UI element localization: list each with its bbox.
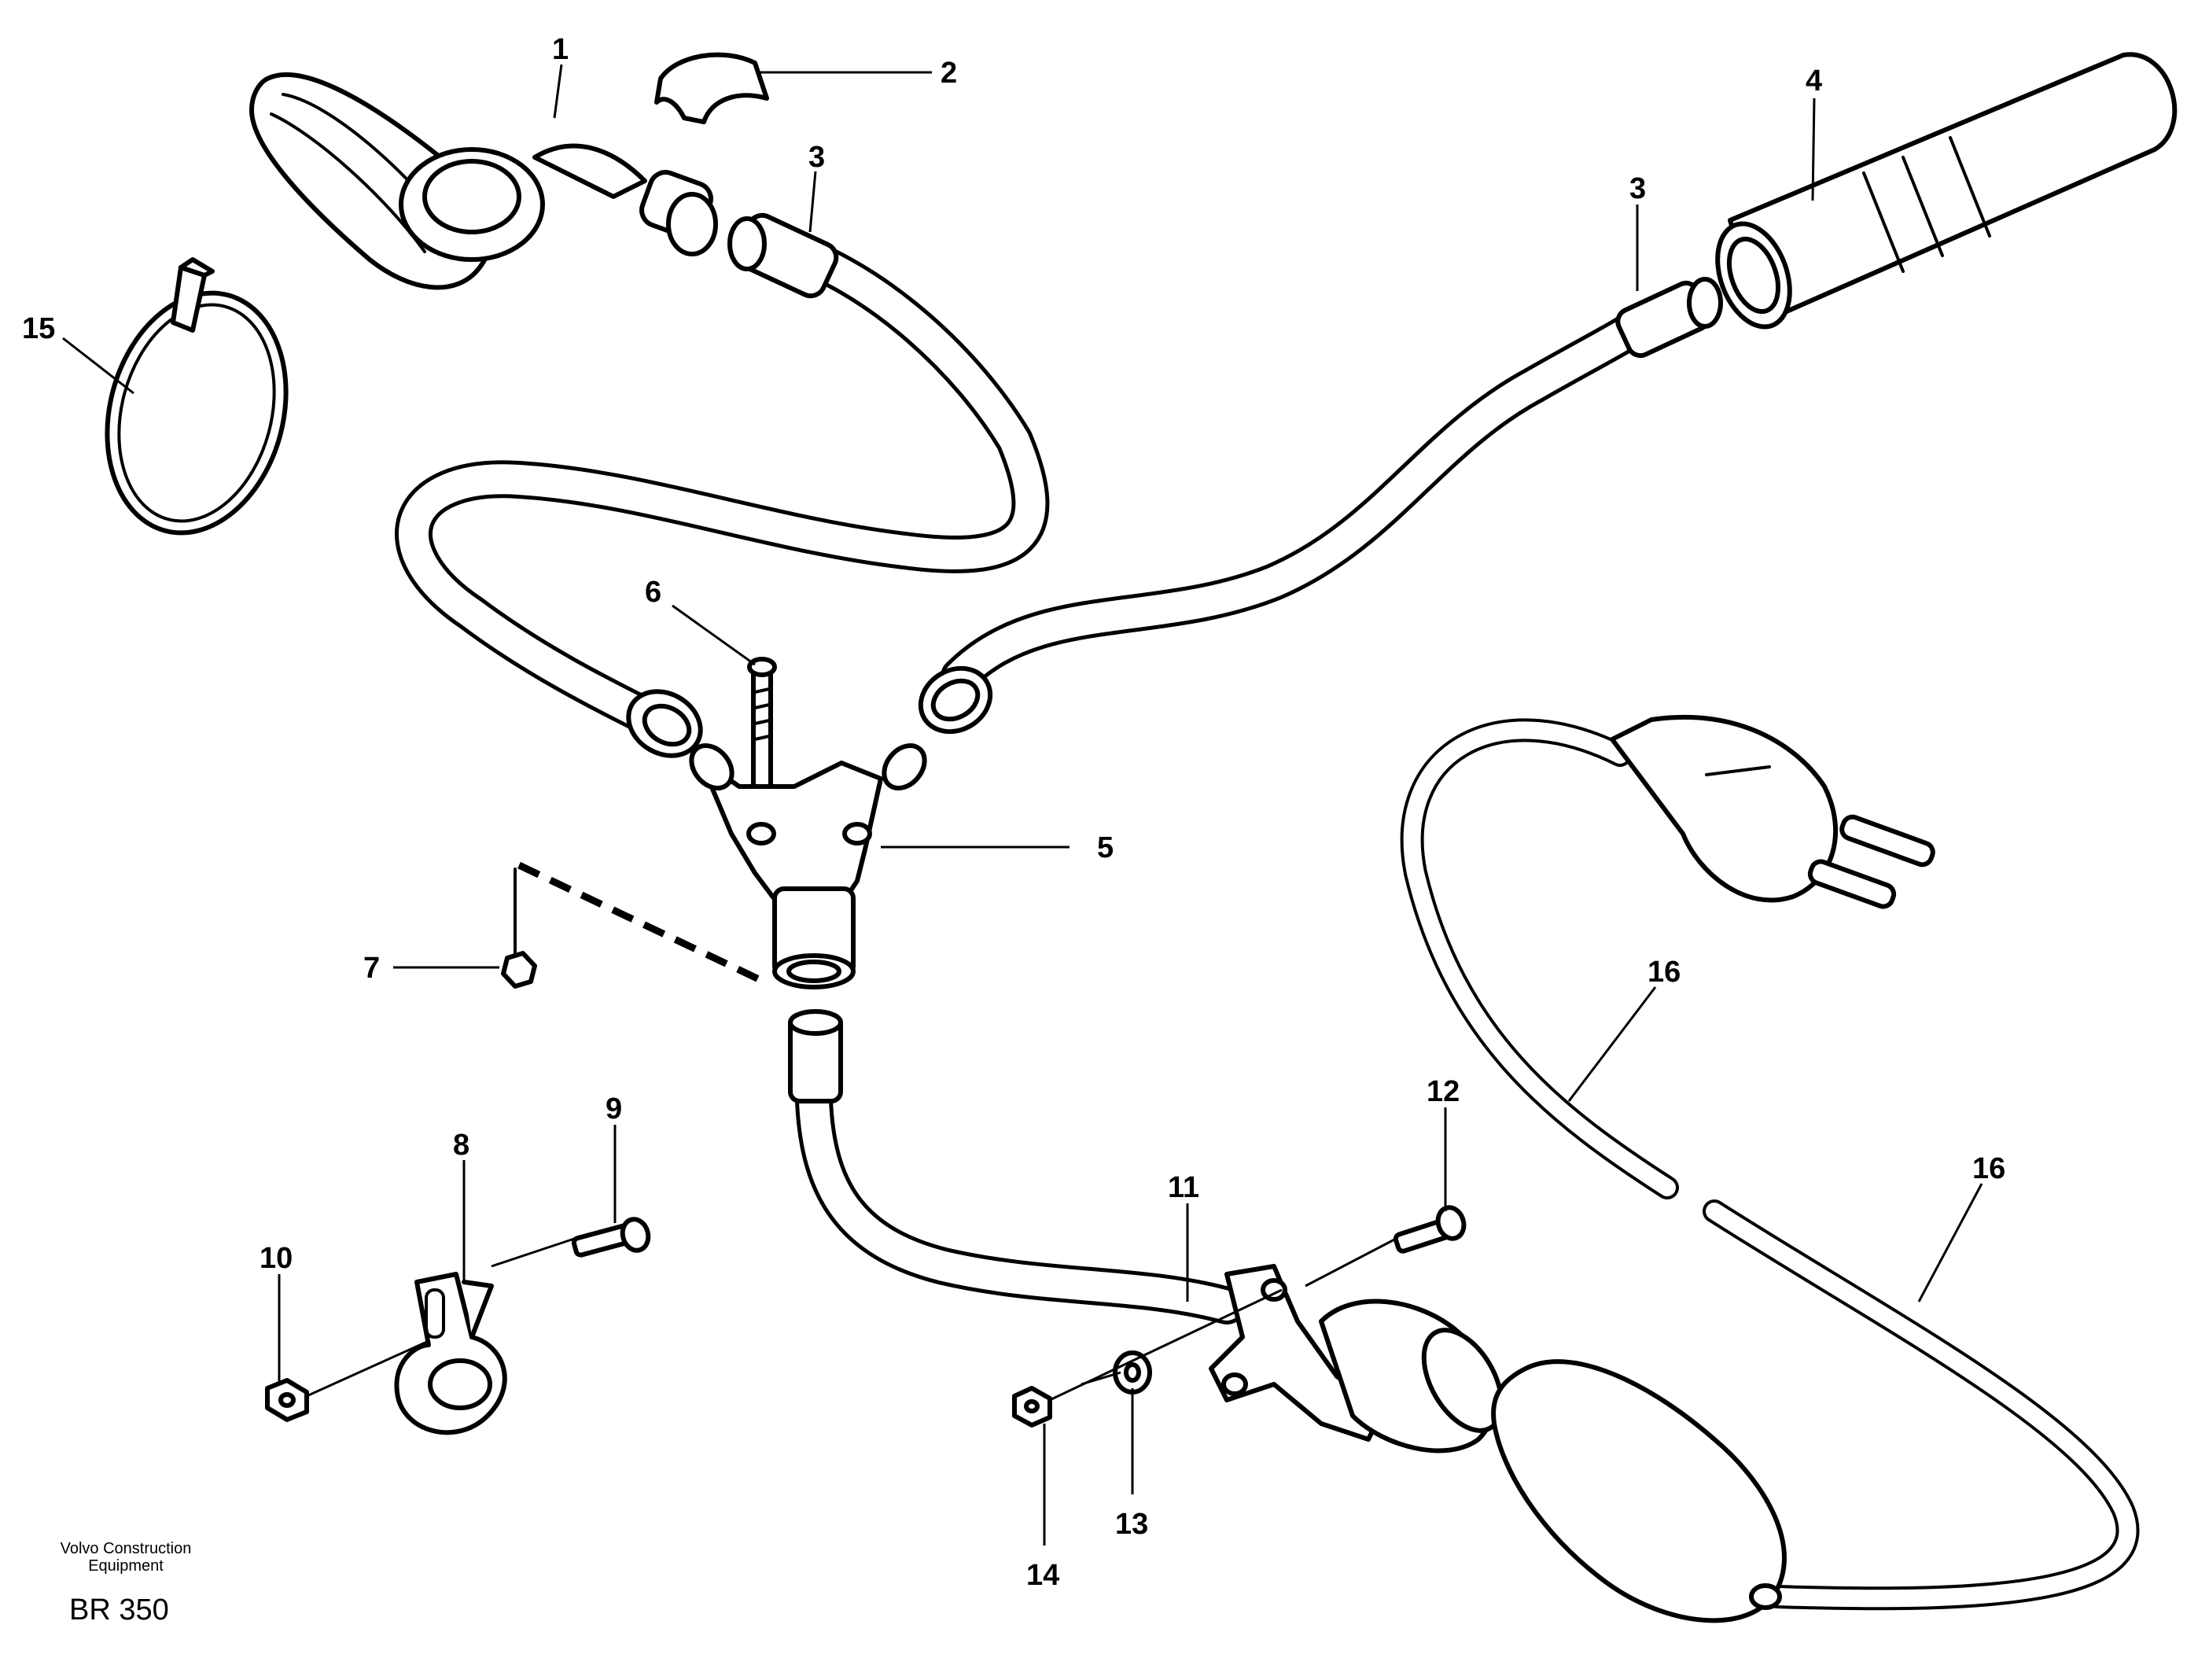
company-credit: Volvo Construction Equipment: [31, 1540, 220, 1575]
callout-8: 8: [453, 1129, 469, 1162]
fitting-3-left: [727, 212, 839, 299]
callout-4: 4: [1806, 64, 1822, 98]
lower-fitting: [788, 1009, 843, 1103]
clip-part: [654, 52, 769, 124]
socket-bracket: [1209, 1264, 1504, 1453]
callout-15: 15: [22, 312, 55, 345]
callout-6: 6: [645, 576, 661, 609]
callout-16-upper: 16: [1648, 956, 1681, 989]
callout-12: 12: [1427, 1075, 1460, 1108]
hose-upper-left: [395, 233, 1050, 742]
tee-piece: [689, 743, 927, 989]
callout-11: 11: [1168, 1171, 1199, 1204]
sensor-sleeve: [1715, 52, 2178, 330]
nut-7: [501, 951, 537, 989]
callout-16-lower: 16: [1972, 1152, 2005, 1185]
mounting-dashed-line: [517, 861, 760, 983]
leader-lines: [62, 64, 1983, 1546]
callout-10: 10: [260, 1242, 293, 1275]
hose-end-left: [626, 689, 703, 758]
callout-labels: 1 2 3 3 4 5 6 7 8 9 10 11 12 13 14 15 16…: [22, 33, 2005, 1592]
filler-cap-bracket: [249, 72, 718, 290]
callout-3-left: 3: [808, 141, 825, 174]
callout-2: 2: [941, 57, 957, 90]
hose-lower: [795, 1082, 1246, 1324]
hose-clamp: [394, 1272, 507, 1435]
company-line-2: Equipment: [88, 1557, 164, 1575]
callout-13: 13: [1115, 1508, 1148, 1541]
callout-5: 5: [1097, 831, 1114, 864]
callout-1: 1: [552, 33, 569, 66]
bolt-9: [571, 1217, 651, 1258]
callout-3-right: 3: [1629, 172, 1646, 205]
callout-14: 14: [1026, 1559, 1059, 1592]
cable-connector: [1491, 1359, 1787, 1623]
drawing-code: BR 350: [69, 1593, 169, 1627]
fitting-3-right: [1615, 277, 1723, 359]
callout-9: 9: [606, 1092, 622, 1126]
company-line-1: Volvo Construction: [60, 1540, 192, 1557]
mains-plug: [1610, 714, 1935, 909]
hose-end-right: [918, 665, 993, 735]
nut-14: [1012, 1386, 1052, 1428]
cable-16: [1400, 718, 2140, 1611]
callout-7: 7: [363, 952, 380, 985]
screw-12: [1393, 1205, 1467, 1254]
cable-tie: [105, 257, 289, 536]
nut-10: [265, 1378, 309, 1422]
hose-upper-right: [941, 304, 1662, 695]
